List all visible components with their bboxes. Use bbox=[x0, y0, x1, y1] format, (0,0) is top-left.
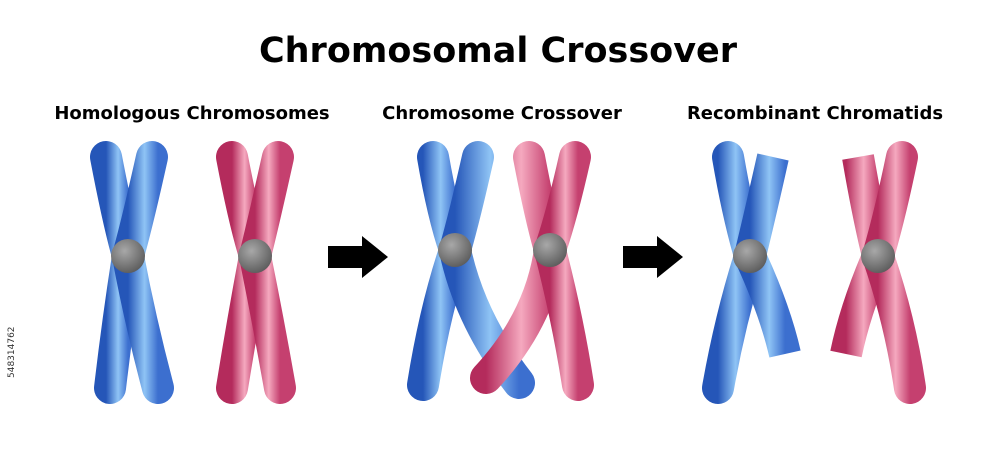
pink-chromatid-right bbox=[861, 141, 926, 404]
recombinant-blue-chromosome bbox=[702, 141, 801, 404]
blue-chromatid-right bbox=[111, 141, 174, 404]
centromere-icon bbox=[861, 239, 895, 273]
centromere-icon bbox=[533, 233, 567, 267]
label-homologous-chromosomes: Homologous Chromosomes bbox=[54, 103, 329, 124]
arrow-right-icon bbox=[623, 236, 683, 278]
label-chromosome-crossover: Chromosome Crossover bbox=[382, 103, 622, 124]
diagram-title: Chromosomal Crossover bbox=[259, 31, 738, 71]
centromere-icon bbox=[111, 239, 145, 273]
side-id-text: 548314762 bbox=[7, 326, 17, 378]
centromere-icon bbox=[238, 239, 272, 273]
pink-chromatid-right bbox=[533, 141, 594, 401]
centromere-icon bbox=[438, 233, 472, 267]
homologous-pink-chromosome bbox=[216, 141, 296, 404]
homologous-blue-chromosome bbox=[90, 141, 174, 404]
arrow-right-icon bbox=[328, 236, 388, 278]
crossover-pink-chromosome bbox=[470, 141, 594, 401]
centromere-icon bbox=[733, 239, 767, 273]
recombinant-pink-chromosome bbox=[830, 141, 926, 404]
label-recombinant-chromatids: Recombinant Chromatids bbox=[687, 103, 943, 124]
